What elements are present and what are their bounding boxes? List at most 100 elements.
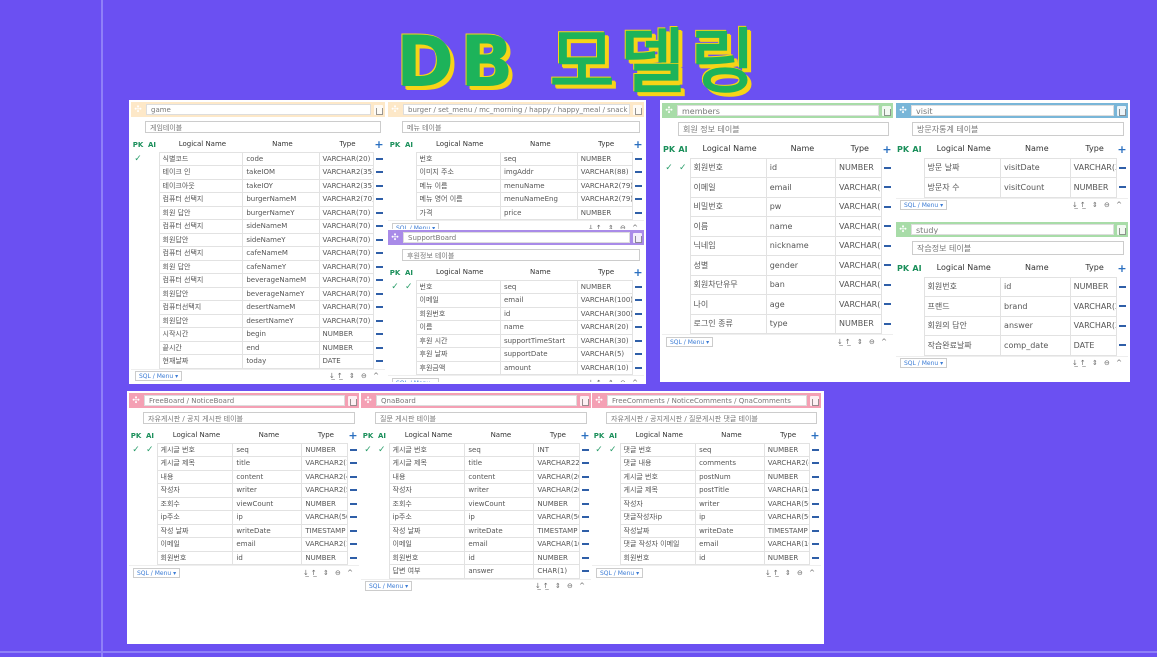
table-name-input[interactable]: QnaBoard	[376, 395, 577, 406]
type-input[interactable]: VARCHAR2(70)	[318, 192, 374, 207]
name-input[interactable]: visitDate	[1000, 157, 1071, 178]
pk-checkbox[interactable]	[131, 193, 145, 207]
pk-checkbox[interactable]	[592, 457, 606, 471]
name-input[interactable]: cafeNameY	[242, 259, 320, 274]
pk-checkbox[interactable]	[896, 158, 910, 178]
remove-column-button[interactable]	[579, 551, 591, 565]
type-input[interactable]: NUMBER	[533, 496, 580, 511]
type-input[interactable]: VARCHAR(30)	[835, 235, 882, 256]
logical-name-input[interactable]: 회원의 답안	[923, 315, 1002, 336]
pk-checkbox[interactable]	[896, 178, 910, 198]
name-input[interactable]: beverageNameM	[242, 273, 320, 288]
type-input[interactable]: VARCHAR2(79)	[576, 178, 633, 193]
name-input[interactable]: comp_date	[1000, 335, 1071, 356]
logical-name-input[interactable]: 후원금액	[415, 360, 501, 375]
name-input[interactable]: postNum	[695, 469, 765, 484]
type-input[interactable]: VARCHAR(100)	[533, 537, 580, 552]
pk-checkbox[interactable]	[131, 341, 145, 355]
sql-menu-dropdown[interactable]: SQL / Menu ▾	[666, 336, 714, 347]
ai-checkbox[interactable]: ✓	[404, 281, 413, 292]
remove-column-button[interactable]	[632, 294, 644, 308]
ai-checkbox[interactable]	[143, 538, 157, 552]
logical-name-input[interactable]: 이메일	[156, 537, 234, 552]
type-input[interactable]: VARCHAR(70)	[318, 313, 374, 328]
remove-column-button[interactable]	[881, 275, 893, 295]
pk-checkbox[interactable]	[361, 551, 375, 565]
ai-checkbox[interactable]	[910, 158, 924, 178]
ai-checkbox[interactable]	[606, 511, 620, 525]
logical-name-input[interactable]: 회원답안	[158, 286, 244, 301]
pk-checkbox[interactable]	[129, 457, 143, 471]
type-input[interactable]: TIMESTAMP	[763, 523, 810, 538]
ai-checkbox[interactable]	[402, 206, 416, 220]
ai-checkbox[interactable]	[145, 287, 159, 301]
type-input[interactable]: NUMBER	[763, 469, 810, 484]
ai-checkbox[interactable]	[143, 484, 157, 498]
remove-column-button[interactable]	[881, 158, 893, 178]
type-input[interactable]: VARCHAR(300)	[1069, 157, 1117, 178]
name-input[interactable]: seq	[232, 442, 303, 457]
trash-icon[interactable]	[374, 104, 383, 115]
add-column-button[interactable]: +	[579, 428, 591, 443]
logical-name-input[interactable]: 로그인 종류	[689, 313, 767, 334]
ai-checkbox[interactable]: ✓	[608, 444, 617, 455]
pk-checkbox[interactable]	[662, 314, 676, 334]
ai-checkbox[interactable]	[402, 179, 416, 193]
remove-column-button[interactable]	[881, 256, 893, 276]
move-icon[interactable]: ✣	[391, 104, 399, 115]
logical-name-input[interactable]: 컴퓨터 선택지	[158, 273, 244, 288]
name-input[interactable]: id	[232, 550, 303, 565]
type-input[interactable]: VARCHAR(20)	[533, 483, 580, 498]
ai-checkbox[interactable]	[145, 328, 159, 342]
pk-checkbox[interactable]: ✓	[391, 281, 399, 292]
remove-column-button[interactable]	[881, 217, 893, 237]
pk-checkbox[interactable]	[131, 179, 145, 193]
remove-column-button[interactable]	[632, 280, 644, 294]
name-input[interactable]: supportDate	[499, 347, 578, 362]
remove-column-button[interactable]	[373, 355, 385, 369]
remove-column-button[interactable]	[809, 443, 821, 457]
name-input[interactable]: ip	[232, 510, 303, 525]
pk-checkbox[interactable]	[388, 307, 402, 321]
name-input[interactable]: imgAddr	[499, 165, 578, 180]
logical-name-input[interactable]: 메뉴 이름	[415, 178, 501, 193]
type-input[interactable]: VARCHAR(300)	[576, 306, 633, 321]
name-input[interactable]: id	[695, 550, 765, 565]
ai-checkbox[interactable]	[606, 497, 620, 511]
pk-checkbox[interactable]	[662, 178, 676, 198]
type-input[interactable]: NUMBER	[576, 151, 633, 166]
name-input[interactable]: email	[695, 537, 765, 552]
remove-column-button[interactable]	[579, 497, 591, 511]
logical-name-input[interactable]: 시작시간	[158, 327, 244, 342]
type-input[interactable]: INT	[533, 442, 580, 457]
name-input[interactable]: writer	[695, 496, 765, 511]
logical-name-input[interactable]: 댓글작성자ip	[619, 510, 697, 525]
type-input[interactable]: VARCHAR(70)	[318, 246, 374, 261]
remove-column-button[interactable]	[579, 457, 591, 471]
type-input[interactable]: VARCHAR(100)	[835, 177, 882, 198]
remove-column-button[interactable]	[373, 301, 385, 315]
logical-name-input[interactable]: 끝시간	[158, 340, 244, 355]
pk-checkbox[interactable]	[131, 274, 145, 288]
trash-icon[interactable]	[882, 105, 891, 116]
remove-column-button[interactable]	[881, 178, 893, 198]
logical-name-input[interactable]: 회원번호	[619, 550, 697, 565]
table-name-input[interactable]: visit	[911, 105, 1114, 116]
pk-checkbox[interactable]	[131, 220, 145, 234]
type-input[interactable]: NUMBER	[318, 340, 374, 355]
type-input[interactable]: TIMESTAMP	[301, 523, 348, 538]
logical-name-input[interactable]: 내용	[156, 469, 234, 484]
pk-checkbox[interactable]	[662, 217, 676, 237]
ai-checkbox[interactable]	[606, 484, 620, 498]
type-input[interactable]: CHAR(1)	[533, 564, 580, 579]
type-input[interactable]: VARCHAR2(4000)	[301, 469, 348, 484]
remove-column-button[interactable]	[809, 524, 821, 538]
ai-checkbox[interactable]	[145, 274, 159, 288]
ai-checkbox[interactable]	[676, 295, 690, 315]
remove-column-button[interactable]	[632, 361, 644, 375]
remove-column-button[interactable]	[579, 565, 591, 579]
table-comment-input[interactable]: 질문 게시판 테이블	[375, 412, 587, 424]
type-input[interactable]: NUMBER	[301, 442, 348, 457]
type-input[interactable]: VARCHAR(300)	[1069, 315, 1117, 336]
